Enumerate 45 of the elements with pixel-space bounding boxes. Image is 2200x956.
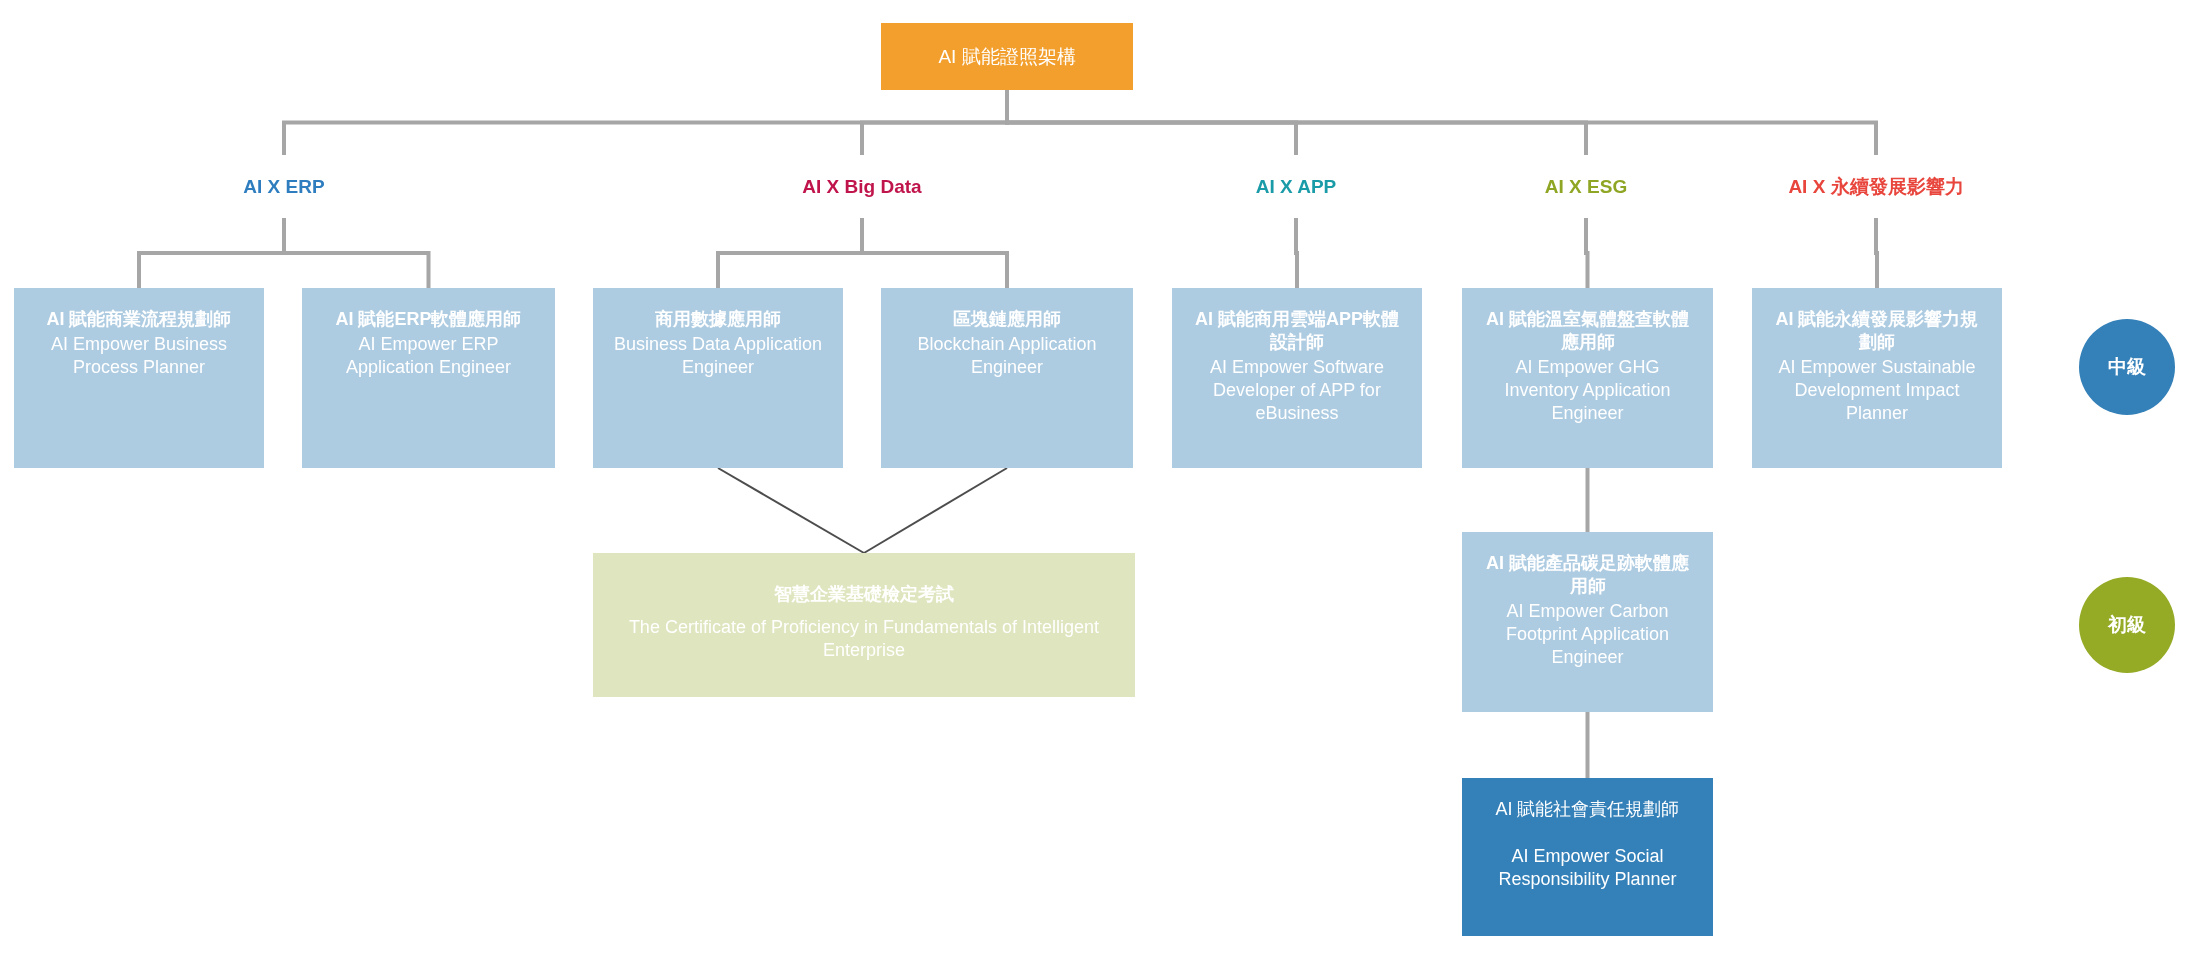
category-label: AI X APP: [1196, 155, 1396, 218]
connector-line: [1294, 218, 1299, 288]
category-label: AI X 永續發展影響力: [1736, 155, 2016, 218]
box-subtitle: AI Empower Software Developer of APP for eBusiness: [1208, 356, 1386, 425]
category-label: AI X Big Data: [742, 155, 982, 218]
box-title: 商用數據應用師: [655, 308, 781, 331]
box-subtitle: AI Empower Carbon Footprint Application Engineer: [1504, 600, 1671, 669]
box-title: AI 賦能商業流程規劃師: [46, 308, 232, 331]
box-subtitle: AI Empower Sustainable Development Impact Planner: [1777, 356, 1977, 425]
box-title: AI 賦能產品碳足跡軟體應用師: [1485, 552, 1690, 598]
connector-line: [1584, 218, 1590, 288]
box-title: 智慧企業基礎檢定考試: [774, 583, 954, 606]
certificate-box: [14, 288, 264, 468]
certificate-box: [1172, 288, 1422, 468]
certificate-box: [593, 288, 843, 468]
certificate-box: [1462, 778, 1713, 936]
category-label: AI X ESG: [1486, 155, 1686, 218]
certificate-box: [881, 288, 1133, 468]
box-subtitle: AI Empower Social Responsibility Planner: [1497, 845, 1678, 891]
box-subtitle: Blockchain Application Engineer: [916, 333, 1098, 379]
connector-line: [1585, 468, 1590, 532]
root-box: AI 賦能證照架構: [881, 23, 1133, 90]
box-title: 區塊鏈應用師: [953, 308, 1061, 331]
certificate-box: [1752, 288, 2002, 468]
connector-line: [717, 467, 865, 554]
exam-box: [593, 553, 1135, 697]
box-title: AI 賦能商用雲端APP軟體設計師: [1194, 308, 1400, 354]
connector-line: [863, 467, 1008, 554]
certificate-box: [1462, 532, 1713, 712]
box-subtitle: AI Empower Business Process Planner: [49, 333, 229, 379]
level-badge: 初級: [2079, 577, 2175, 673]
connector-line: [1585, 712, 1590, 778]
box-subtitle: The Certificate of Proficiency in Fundamentals of Intelligent Enterprise: [627, 616, 1101, 662]
certificate-box: [302, 288, 555, 468]
box-title: AI 賦能社會責任規劃師: [1495, 798, 1680, 821]
box-subtitle: Business Data Application Engineer: [612, 333, 824, 379]
category-label: AI X ERP: [184, 155, 384, 218]
level-badge: 中級: [2079, 319, 2175, 415]
box-subtitle: AI Empower ERP Application Engineer: [344, 333, 513, 379]
connector-line: [1874, 218, 1879, 288]
certificate-box: [1462, 288, 1713, 468]
box-title: AI 賦能永續發展影響力規劃師: [1774, 308, 1980, 354]
box-subtitle: AI Empower GHG Inventory Application Engineer: [1503, 356, 1672, 425]
box-title: AI 賦能ERP軟體應用師: [335, 308, 522, 331]
box-title: AI 賦能溫室氣體盤查軟體應用師: [1485, 308, 1690, 354]
